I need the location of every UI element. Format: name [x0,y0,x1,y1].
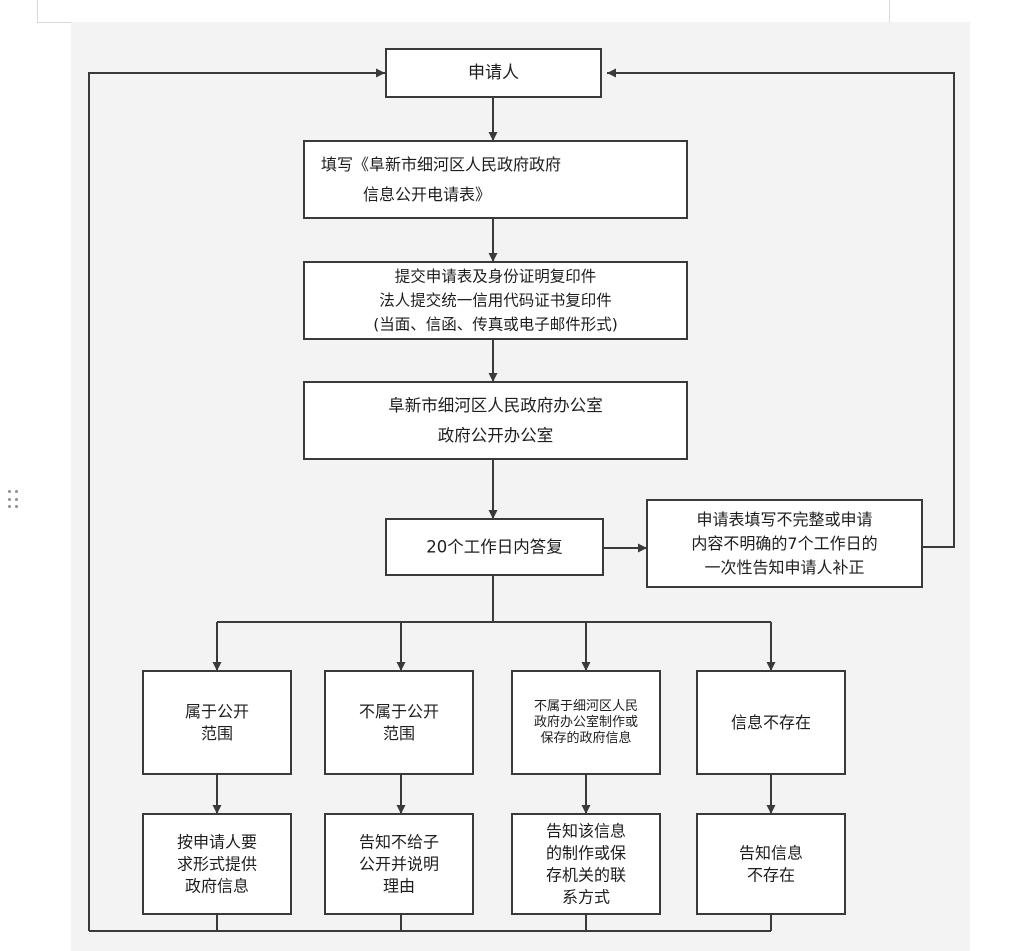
drag-handle-icon[interactable] [8,490,22,510]
office-box-line-2: 政府公开办公室 [438,426,554,445]
category-box-1-line-1: 属于公开 [185,702,249,721]
fill-form-box-line-1: 填写《阜新市细河区人民政府政府 [321,155,561,174]
outcome-box-4-line-1: 告知信息 [739,844,803,863]
arrow-incomplete-back-to-applicant [607,68,955,548]
category-box-3-line-3: 保存的政府信息 [540,730,631,746]
incomplete-box-frame [646,499,923,588]
submit-box-frame [303,261,688,340]
outcome-box-1-line-2: 求形式提供 [177,855,257,874]
category-box-1-line-2: 范围 [201,724,233,743]
outcome-box-2-line-2: 公开并说明 [359,855,439,874]
submit-box-line-3: (当面、信函、传真或电子邮件形式) [373,316,618,334]
editor-frame-edge [889,0,890,22]
flowchart-image: 申请人填写《阜新市细河区人民政府政府信息公开电请表》提交申请表及身份证明复印件法… [71,22,970,951]
incomplete-box-line-2: 内容不明确的7个工作日的 [691,534,877,553]
outcome-box-4-line-2: 不存在 [747,866,795,885]
reply-box-line-1: 20个工作日内答复 [426,538,563,557]
office-box-line-1: 阜新市细河区人民政府办公室 [388,396,603,415]
category-box-2-line-2: 范围 [383,724,415,743]
outcome-box-3-line-4: 系方式 [562,888,610,907]
outcome-box-3-line-2: 的制作或保 [546,844,626,863]
category-box-2-line-1: 不属于公开 [359,702,439,721]
applicant-box-line-1: 申请人 [468,63,519,83]
category-box-3-frame [511,670,661,775]
outcome-box-2-frame [324,813,474,915]
category-box-3-line-2: 政府办公室制作或 [534,714,638,730]
fill-form-box-frame [303,140,688,219]
reply-box: 20个工作日内答复 [385,518,604,576]
submit-box-line-1: 提交申请表及身份证明复印件 [395,268,597,286]
category-box-4-line-1: 信息不存在 [731,713,811,732]
editor-frame-corner [37,0,72,23]
outcome-box-4-frame [696,813,846,915]
category-box-3-line-1: 不属于细河区人民 [534,699,638,714]
outcome-box-3-line-3: 存机关的联 [546,866,626,885]
office-box-frame [303,381,688,460]
category-box-4-frame [696,670,846,775]
outcome-box-2-line-1: 告知不给子 [359,833,439,852]
applicant-box: 申请人 [385,48,602,98]
flowchart-svg: 申请人填写《阜新市细河区人民政府政府信息公开电请表》提交申请表及身份证明复印件法… [88,48,955,932]
category-box-1-frame [142,670,292,775]
arrow-outcome-back-to-applicant [88,68,385,931]
reply-box-frame [385,518,604,576]
outcome-box-2-line-3: 理由 [383,877,415,896]
outcome-box-1-line-1: 按申请人要 [177,833,257,852]
fill-form-box-line-2: 信息公开电请表》 [363,185,491,204]
category-box-4: 信息不存在 [696,670,846,775]
incomplete-box-line-1: 申请表填写不完整或申请 [696,510,872,529]
category-box-2-frame [324,670,474,775]
applicant-box-frame [385,48,602,98]
outcome-box-1-line-3: 政府信息 [185,877,249,896]
outcome-box-3-frame [511,813,661,915]
outcome-box-3-line-1: 告知该信息 [546,822,626,841]
submit-box-line-2: 法人提交统一信用代码证书复印件 [379,292,612,310]
outcome-box-1-frame [142,813,292,915]
incomplete-box-line-3: 一次性告知申请人补正 [704,558,864,577]
